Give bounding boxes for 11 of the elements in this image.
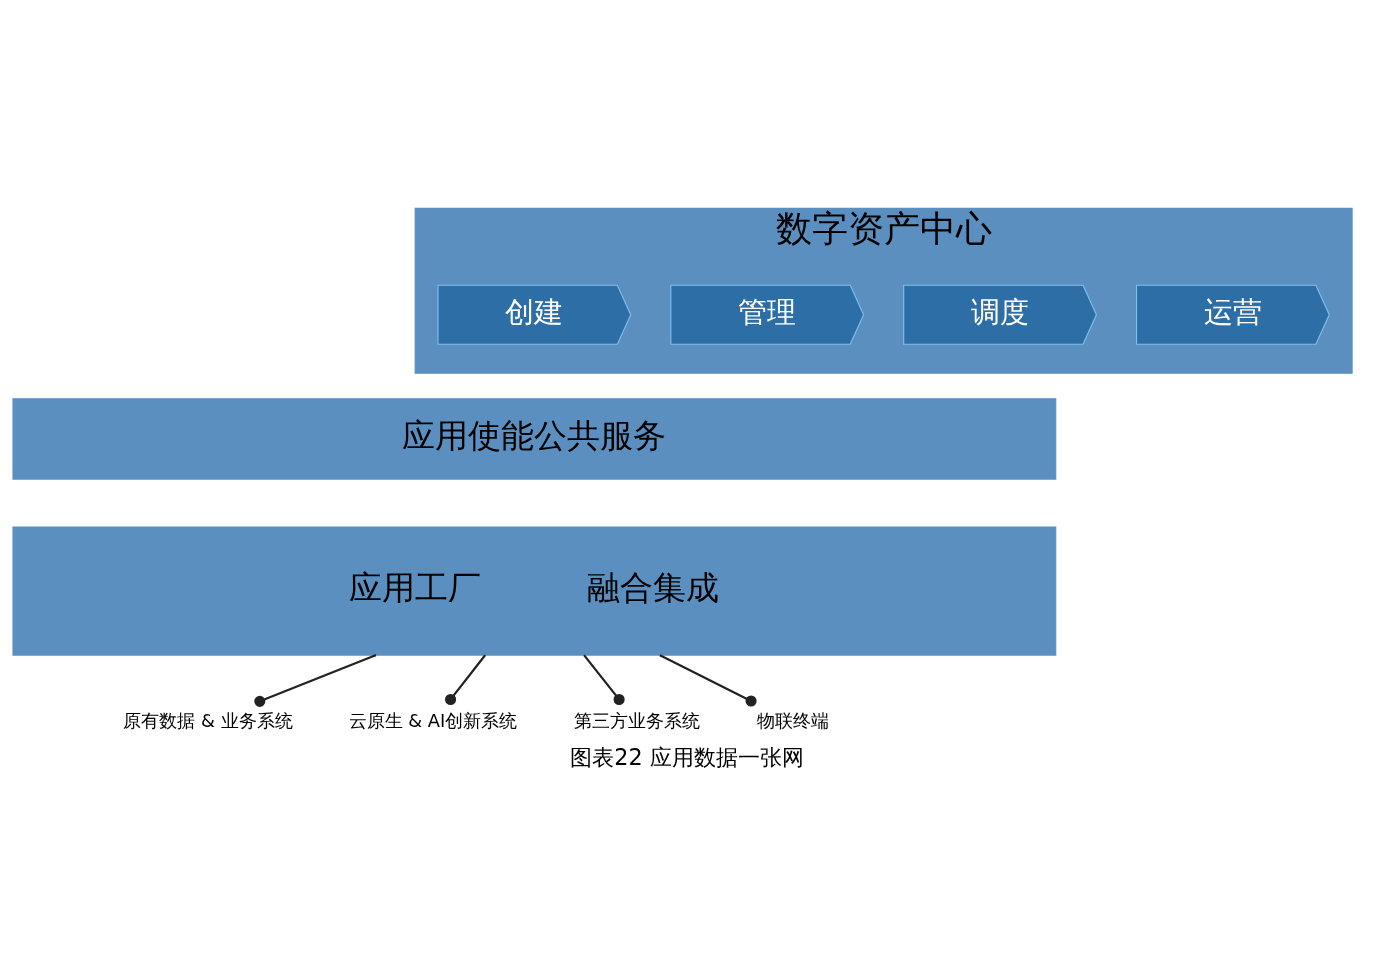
connector xyxy=(445,654,487,706)
connector xyxy=(659,654,757,707)
node-text: 云原生 & AI创新系统 xyxy=(348,710,518,732)
node-text: 原有数据 & 业务系统 xyxy=(123,710,293,732)
connector xyxy=(254,654,377,707)
connector xyxy=(583,654,625,706)
node-text: 第三方业务系统 xyxy=(573,710,700,732)
node-box: 应用工厂 融合集成 xyxy=(12,526,1057,656)
node-text: 物联终端 xyxy=(756,710,829,732)
node-box: 应用使能公共服务 xyxy=(12,398,1057,480)
caption: 图表22 应用数据一张网 xyxy=(570,744,804,771)
